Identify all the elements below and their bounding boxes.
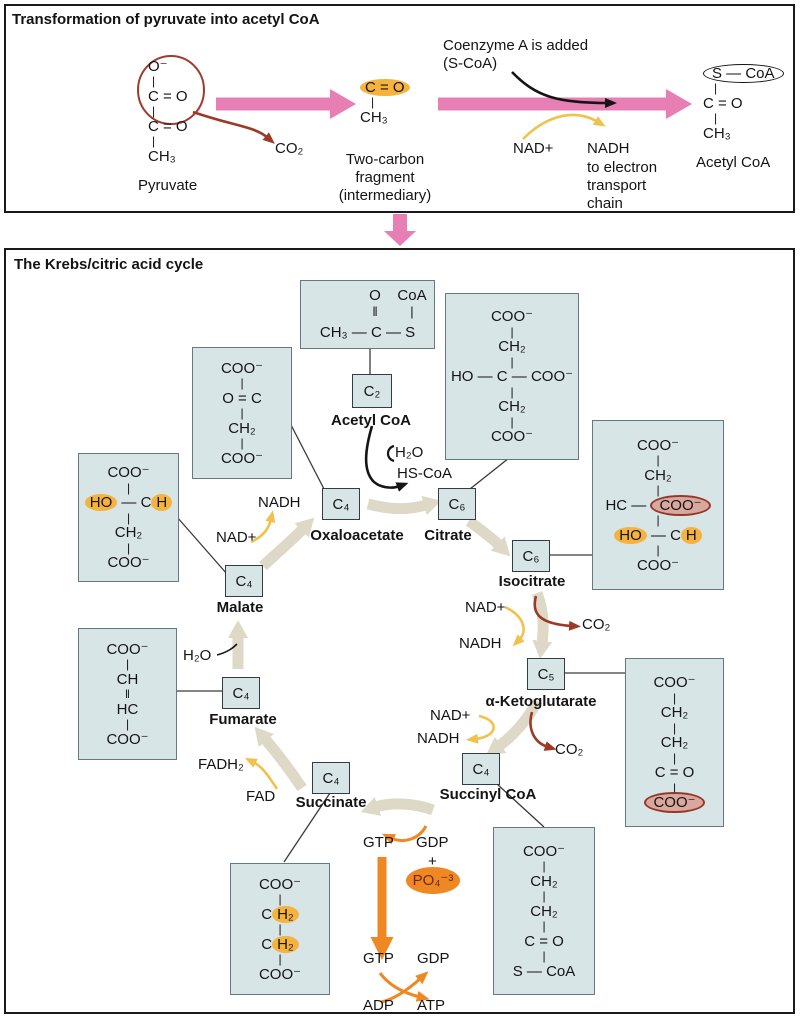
two-carbon-fragment-label: Two-carbon fragment (intermediary): [338, 151, 432, 204]
gtp-label-lower: GTP: [363, 950, 394, 967]
bottom-panel-title: The Krebs/citric acid cycle: [14, 256, 204, 273]
citrate-structure-box: COO⁻|CH₂|HO — C — COO⁻|CH₂|COO⁻: [445, 293, 579, 460]
arrow-citrate-to-isocitrate: [465, 516, 511, 557]
acetyl-coa-node-label: Acetyl CoA: [330, 412, 412, 429]
c4-tag-malate: C₄: [225, 565, 263, 597]
c4-tag-oxaloacetate: C₄: [322, 488, 360, 520]
hs-coa-label: HS-CoA: [397, 465, 453, 482]
acetylcoa-backbone: CH₃ — C — S: [319, 324, 416, 341]
acetylcoa-oxygen: O: [369, 287, 381, 304]
arrow-nad-isocitrate: [504, 605, 525, 647]
two-carbon-fragment-structure: C = O|CH₃: [360, 78, 410, 126]
structure-connector-lines: [175, 347, 625, 863]
succinyl-coa-structure-box: COO⁻|CH₂|CH₂|C = O|S — CoA: [493, 827, 595, 995]
gdp-label-lower: GDP: [417, 950, 450, 967]
acetyl-coa-structure-top: S — CoA|C = O|CH₃: [703, 63, 784, 142]
arrow-nad-ketoglutarate: [466, 714, 495, 744]
fad-label: FAD: [246, 788, 276, 805]
arrow-succinyl-to-succinate: [360, 796, 435, 816]
gtp-atp-arrows: [370, 825, 430, 1004]
co2-label-top: CO₂: [275, 140, 304, 157]
oxaloacetate-node-label: Oxaloacetate: [310, 527, 404, 544]
arrow-ketoglutarate-to-succinyl: [485, 698, 543, 756]
nadh-label-isocitrate: NADH: [459, 635, 502, 652]
nad-label-oxaloacetate: NAD+: [216, 529, 257, 546]
top-panel-title: Transformation of pyruvate into acetyl C…: [12, 11, 320, 28]
acetylcoa-double-bond: ‖: [372, 304, 378, 319]
arrow-oxaloacetate-to-citrate: [366, 495, 442, 516]
arrow-coenzyme-a-added: [511, 71, 617, 108]
citrate-node-label: Citrate: [424, 527, 472, 544]
nadh-label-oxaloacetate: NADH: [258, 494, 301, 511]
arrow-co2-isocitrate: [533, 595, 581, 631]
adp-label: ADP: [363, 997, 394, 1014]
succinate-node-label: Succinate: [295, 794, 367, 811]
oxaloacetate-structure-box: COO⁻|O = C|CH₂|COO⁻: [192, 347, 292, 479]
arrow-fad-succinate: [244, 757, 279, 790]
nad-label-top: NAD+: [513, 140, 554, 157]
nadh-label-top: NADH: [587, 140, 630, 157]
phosphate-badge: PO₄⁻³: [406, 867, 460, 894]
fadh2-label: FADH₂: [198, 756, 244, 773]
gtp-label-upper: GTP: [363, 834, 394, 851]
acetylcoa-single-bond: |: [410, 304, 414, 319]
pyruvate-label: Pyruvate: [138, 177, 198, 194]
h2o-line-fumarate: [216, 643, 238, 656]
pyruvate-carboxyl-circle: [137, 55, 205, 125]
arrow-gdp-to-gtp: [381, 825, 428, 845]
nadh-electron-transport-note: to electron transport chain: [587, 159, 658, 212]
arrow-co2-ketoglutarate: [529, 711, 557, 751]
redox-arrows: [244, 510, 525, 790]
arrow-adp-to-gdp: [380, 971, 429, 1004]
co2-arrows: [529, 595, 581, 751]
arrow-nad-oxaloacetate: [250, 510, 276, 544]
fumarate-structure-box: COO⁻|CH‖HC|COO⁻: [78, 628, 177, 760]
c4-tag-fumarate: C₄: [222, 677, 260, 709]
c6-tag-citrate: C₆: [438, 488, 476, 520]
arrow-succinate-to-fumarate: [254, 726, 307, 792]
nadh-label-ketoglutarate: NADH: [417, 730, 460, 747]
acetyl-coa-label-top: Acetyl CoA: [696, 154, 771, 171]
succinyl-coa-node-label: Succinyl CoA: [439, 786, 537, 803]
arrow-gtp-to-atp: [378, 972, 430, 1002]
c4-tag-succinyl: C₄: [462, 753, 500, 785]
ketoglutarate-node-label: α-Ketoglutarate: [485, 693, 597, 710]
arrow-panel-to-panel: [384, 214, 416, 246]
isocitrate-node-label: Isocitrate: [498, 573, 566, 590]
cycle-arrows: [228, 495, 553, 816]
h2o-hook-citrate: [386, 444, 395, 463]
c5-tag-ketoglutarate: C₅: [527, 658, 565, 690]
arrow-co2-release-top: [192, 110, 275, 144]
pyruvate-structure: O⁻|C = O|C = O|CH₃: [148, 57, 188, 165]
ketoglutarate-structure-box: COO⁻|CH₂|CH₂|C = O|COO⁻: [625, 658, 724, 827]
h2o-label-citrate: H₂O: [395, 444, 424, 461]
nad-label-isocitrate: NAD+: [465, 599, 506, 616]
fumarate-node-label: Fumarate: [209, 711, 277, 728]
co2-label-ketoglutarate: CO₂: [555, 741, 584, 758]
h2o-label-fumarate: H₂O: [183, 647, 212, 664]
coenzyme-a-note: Coenzyme A is added (S-CoA): [443, 37, 589, 72]
acetyl-coa-structure-box: O ‖ CoA | CH₃ — C — S: [300, 280, 435, 349]
c4-tag-succinate: C₄: [312, 762, 350, 794]
co2-label-isocitrate: CO₂: [582, 616, 611, 633]
plus-sign: +: [428, 853, 437, 870]
nad-label-ketoglutarate: NAD+: [430, 707, 471, 724]
malate-node-label: Malate: [216, 599, 264, 616]
arrow-nad-to-nadh-top: [522, 113, 606, 140]
acetylcoa-coa-group: CoA: [397, 287, 427, 304]
c2-tag-acetyl: C₂: [352, 374, 392, 408]
c6-tag-isocitrate: C₆: [512, 540, 550, 572]
arrow-malate-to-oxaloacetate: [259, 517, 315, 571]
gdp-label-upper: GDP: [416, 834, 449, 851]
atp-label: ATP: [417, 997, 446, 1014]
arrow-acetylcoa-into-cycle: [364, 425, 409, 492]
